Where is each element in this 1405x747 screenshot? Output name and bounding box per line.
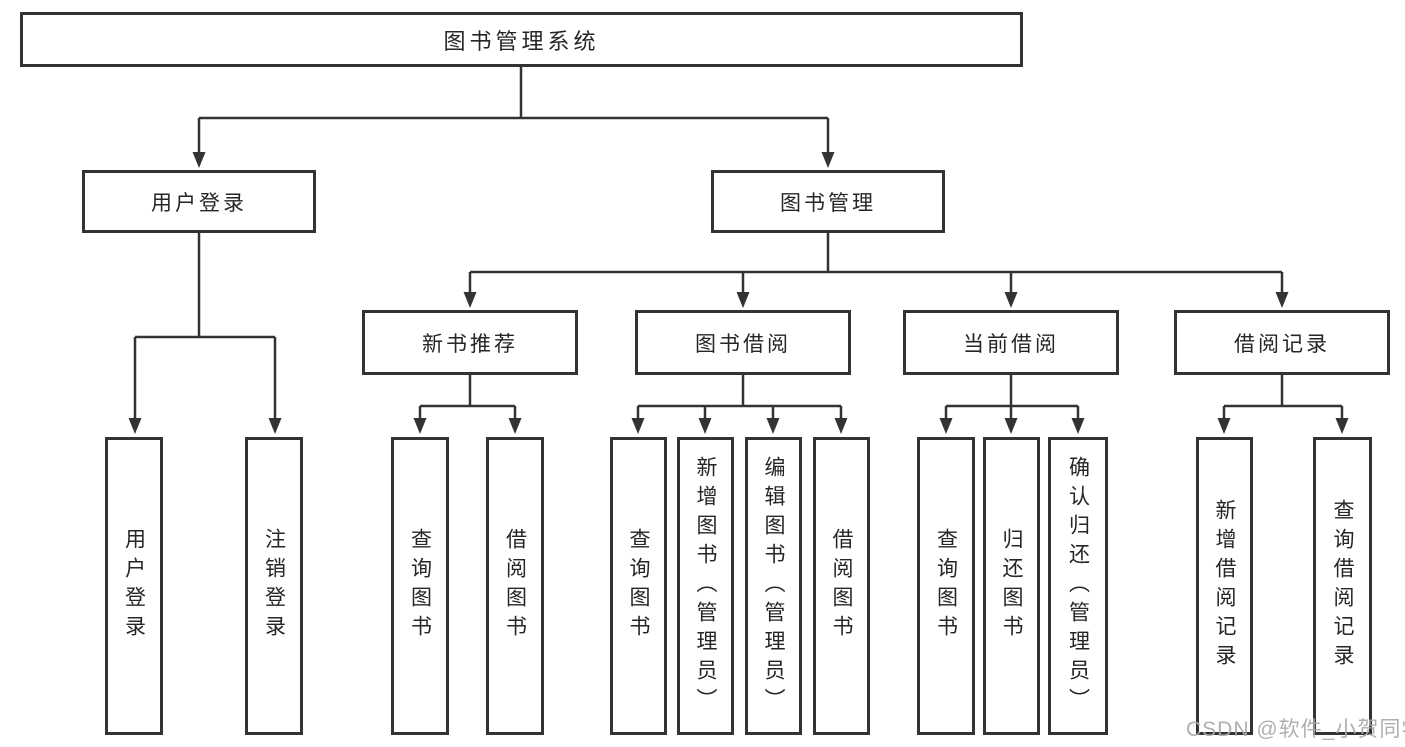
connector-trunks — [135, 67, 1342, 408]
node-label: 借阅图书 — [830, 528, 853, 644]
node-book-management-module: 图书管理 — [711, 170, 945, 233]
node-label: 查询图书 — [627, 528, 650, 644]
node-current-borrowing: 当前借阅 — [903, 310, 1119, 375]
node-label: 图书借阅 — [695, 332, 791, 356]
node-cb-return-books: 归还图书 — [983, 437, 1040, 735]
node-br-add-record: 新增借阅记录 — [1196, 437, 1253, 735]
node-book-borrowing: 图书借阅 — [635, 310, 851, 375]
node-label: 归还图书 — [1000, 528, 1023, 644]
node-label: 图书管理系统 — [443, 28, 600, 54]
node-label: 查询图书 — [408, 528, 432, 644]
node-library-management-system: 图书管理系统 — [20, 12, 1023, 67]
node-nbr-borrow-books: 借阅图书 — [486, 437, 544, 735]
node-new-book-recommend: 新书推荐 — [362, 310, 578, 375]
node-label: 图书管理 — [780, 191, 876, 215]
node-cb-query-books: 查询图书 — [917, 437, 975, 735]
watermark: CSDN @软件_小贺同学 — [1186, 718, 1405, 741]
node-bb-query-books: 查询图书 — [610, 437, 667, 735]
node-bb-add-books-admin: 新增图书（管理员） — [677, 437, 734, 735]
node-label: 新增图书（管理员） — [694, 455, 717, 717]
node-nbr-query-books: 查询图书 — [391, 437, 449, 735]
node-user-login: 用户登录 — [105, 437, 163, 735]
node-label: 借阅图书 — [503, 528, 527, 644]
node-br-query-record: 查询借阅记录 — [1313, 437, 1372, 735]
node-borrowing-records: 借阅记录 — [1174, 310, 1390, 375]
node-label: 借阅记录 — [1234, 332, 1330, 356]
node-label: 用户登录 — [122, 528, 146, 644]
node-label: 用户登录 — [151, 191, 247, 215]
node-label: 注销登录 — [262, 528, 286, 644]
node-user-login-module: 用户登录 — [82, 170, 316, 233]
node-cb-confirm-return-admin: 确认归还（管理员） — [1048, 437, 1108, 735]
node-bb-borrow-books: 借阅图书 — [813, 437, 870, 735]
node-label: 确认归还（管理员） — [1066, 455, 1090, 717]
node-label: 当前借阅 — [963, 332, 1059, 356]
node-logout: 注销登录 — [245, 437, 303, 735]
node-bb-edit-books-admin: 编辑图书（管理员） — [745, 437, 802, 735]
node-label: 编辑图书（管理员） — [762, 455, 785, 717]
node-label: 查询图书 — [934, 528, 958, 644]
node-label: 新书推荐 — [422, 332, 518, 356]
node-label: 查询借阅记录 — [1331, 499, 1354, 673]
node-label: 新增借阅记录 — [1213, 499, 1236, 673]
